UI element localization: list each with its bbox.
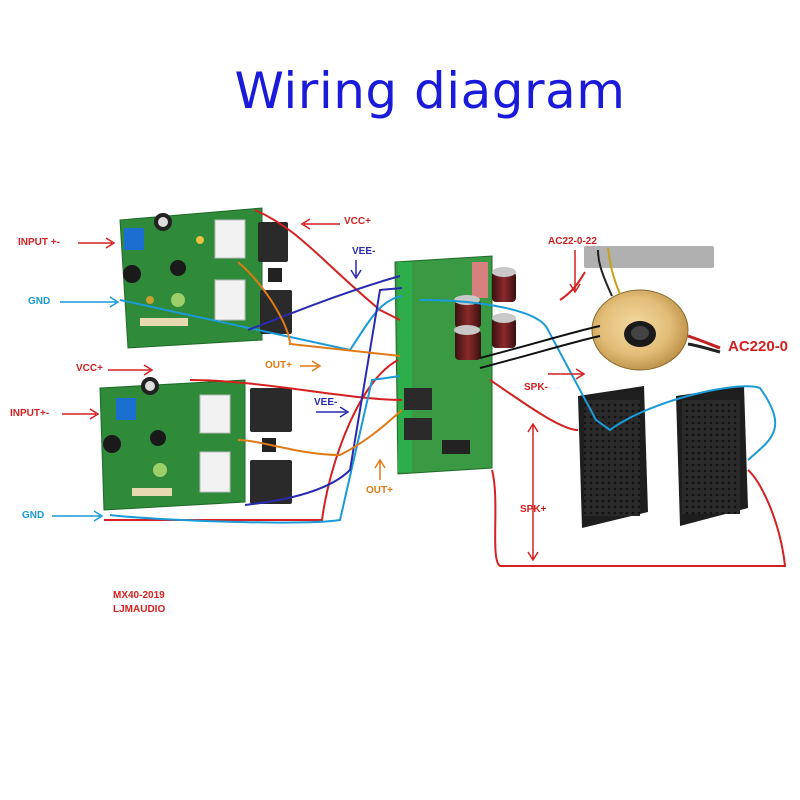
toroidal-transformer bbox=[584, 246, 721, 371]
arrow-spk-plus bbox=[527, 422, 539, 562]
arrow-vcc-bottom bbox=[108, 364, 154, 376]
input-terminal-bottom bbox=[116, 398, 136, 420]
arrow-gnd-top bbox=[60, 296, 120, 308]
credit-brand: LJMAUDIO bbox=[113, 604, 166, 615]
arrow-out-top bbox=[300, 360, 322, 372]
wires-red bbox=[104, 209, 787, 567]
label-gnd-top: GND bbox=[28, 296, 51, 307]
label-input-bottom: INPUT+- bbox=[10, 408, 50, 419]
label-ac-mains: AC220-0 bbox=[728, 338, 789, 355]
page-title: Wiring diagram bbox=[234, 62, 626, 120]
arrow-out-bottom bbox=[374, 458, 386, 480]
arrow-ac-secondary bbox=[569, 250, 581, 294]
label-vee-bottom: VEE- bbox=[314, 397, 338, 408]
amplifier-board-bottom bbox=[99, 377, 292, 511]
speaker-left bbox=[578, 386, 648, 528]
input-terminal-top bbox=[124, 228, 144, 250]
arrow-gnd-bottom bbox=[52, 510, 104, 522]
label-vcc-bottom: VCC+ bbox=[76, 363, 103, 374]
label-out-top: OUT+ bbox=[265, 360, 292, 371]
wires-black bbox=[479, 325, 601, 369]
speaker-right bbox=[676, 386, 748, 526]
arrows-cyan bbox=[52, 296, 120, 522]
label-gnd-bottom: GND bbox=[22, 510, 45, 521]
arrow-vee-bottom bbox=[316, 406, 350, 418]
label-input-top: INPUT +- bbox=[18, 237, 60, 248]
wires-orange bbox=[237, 261, 403, 457]
arrows-orange bbox=[300, 360, 386, 480]
label-vee-top: VEE- bbox=[352, 246, 376, 257]
arrow-input-bottom bbox=[62, 408, 100, 420]
arrow-vee-top bbox=[350, 260, 362, 280]
label-out-bottom: OUT+ bbox=[366, 485, 393, 496]
credit-model: MX40-2019 bbox=[113, 590, 165, 601]
power-protection-board bbox=[394, 255, 516, 475]
arrow-input-top bbox=[78, 237, 116, 249]
arrows-blue bbox=[316, 260, 362, 418]
label-ac-secondary: AC22-0-22 bbox=[548, 236, 597, 247]
wires-blue bbox=[244, 275, 403, 506]
arrows-red bbox=[62, 218, 586, 562]
label-spk-plus: SPK+ bbox=[520, 504, 547, 515]
arrow-vcc-top bbox=[300, 218, 340, 230]
arrow-spk-minus bbox=[548, 368, 586, 380]
amplifier-board-top bbox=[119, 207, 292, 349]
label-vcc-top: VCC+ bbox=[344, 216, 371, 227]
label-spk-minus: SPK- bbox=[524, 382, 548, 393]
